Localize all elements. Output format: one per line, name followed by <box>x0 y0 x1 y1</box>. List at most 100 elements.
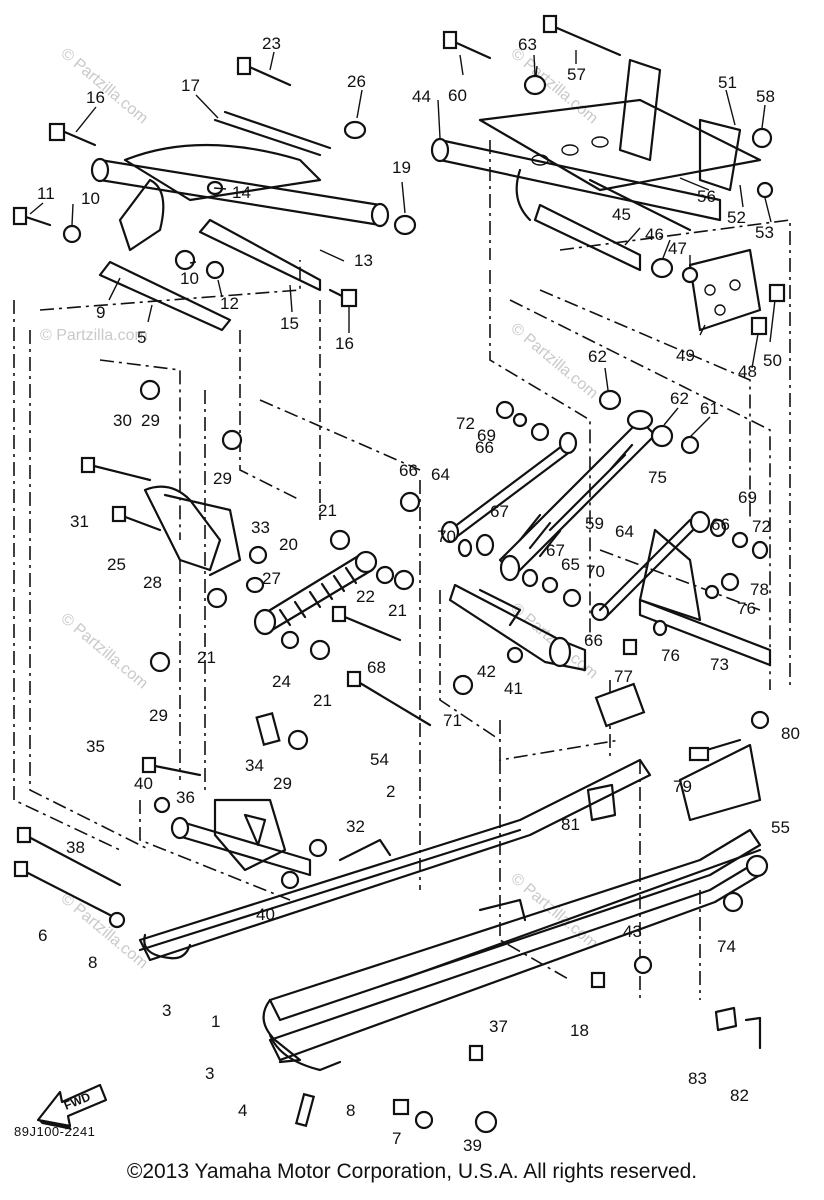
callout-label: 66 <box>475 438 494 457</box>
callout-label: 72 <box>752 517 771 536</box>
watermark: © Partzilla.com <box>57 890 151 972</box>
callout-label: 78 <box>750 580 769 599</box>
callout-label: 52 <box>727 208 746 227</box>
callout-label: 47 <box>668 239 687 258</box>
callout-label: 1 <box>211 1012 220 1031</box>
callout-label: 64 <box>615 522 634 541</box>
callout-label: 46 <box>645 225 664 244</box>
callout-label: 8 <box>346 1101 355 1120</box>
callout-label: 54 <box>370 750 389 769</box>
callout-label: 58 <box>756 87 775 106</box>
callout-label: 50 <box>763 351 782 370</box>
callout-label: 19 <box>392 158 411 177</box>
callout-label: 35 <box>86 737 105 756</box>
callout-label: 66 <box>584 631 603 650</box>
diagram-code: 89J100-2241 <box>14 1124 96 1139</box>
callout-label: 29 <box>149 706 168 725</box>
fwd-arrow-icon: FWD <box>36 1083 108 1130</box>
callout-label: 51 <box>718 73 737 92</box>
watermark: © Partzilla.com <box>57 610 151 692</box>
callout-label: 48 <box>738 362 757 381</box>
callout-label: 31 <box>70 512 89 531</box>
callout-label: 26 <box>347 72 366 91</box>
callout-label: 32 <box>346 817 365 836</box>
callout-label: 34 <box>245 756 264 775</box>
callout-label: 16 <box>335 334 354 353</box>
callout-label: 70 <box>437 527 456 546</box>
callout-label: 57 <box>567 65 586 84</box>
callout-label: 23 <box>262 34 281 53</box>
callout-label: 3 <box>205 1064 214 1083</box>
callout-label: 15 <box>280 314 299 333</box>
callout-label: 20 <box>279 535 298 554</box>
callout-label: 40 <box>134 774 153 793</box>
callout-label: 82 <box>730 1086 749 1105</box>
callout-label: 27 <box>262 569 281 588</box>
callout-label: 60 <box>448 86 467 105</box>
callout-label: 53 <box>755 223 774 242</box>
callout-label: 3 <box>162 1001 171 1020</box>
callout-label: 61 <box>700 399 719 418</box>
callout-label: 21 <box>313 691 332 710</box>
front-arm-bracket <box>80 379 309 751</box>
callout-label: 62 <box>670 389 689 408</box>
callout-label: 73 <box>710 655 729 674</box>
callout-label: 38 <box>66 838 85 857</box>
callout-label: 64 <box>431 465 450 484</box>
callout-label: 24 <box>272 672 291 691</box>
callout-label: 2 <box>386 782 395 801</box>
rear-shock-assembly <box>399 389 772 667</box>
callout-label: 28 <box>143 573 162 592</box>
callout-label: 9 <box>96 303 105 322</box>
front-shock-assembly <box>253 529 432 727</box>
watermark: © Partzilla.com <box>507 320 601 402</box>
callout-label: 21 <box>197 648 216 667</box>
callout-label: 21 <box>318 501 337 520</box>
callout-label: 16 <box>86 88 105 107</box>
front-idler-assembly <box>13 756 328 929</box>
callout-label: 29 <box>141 411 160 430</box>
callout-label: 29 <box>213 469 232 488</box>
callout-labels: 1 2 3 3 3 4 5 6 7 8 8 9 10 10 11 12 13 1… <box>37 34 800 1155</box>
callout-label: 17 <box>181 76 200 95</box>
callout-label: 72 <box>456 414 475 433</box>
callout-label: 83 <box>688 1069 707 1088</box>
front-pivot-arm-assembly <box>12 56 417 332</box>
callout-label: 36 <box>176 788 195 807</box>
callout-label: 33 <box>251 518 270 537</box>
callout-label: 55 <box>771 818 790 837</box>
callout-label: 39 <box>463 1136 482 1155</box>
callout-label: 10 <box>81 189 100 208</box>
callout-label: 21 <box>388 601 407 620</box>
callout-label: 56 <box>697 187 716 206</box>
callout-label: 13 <box>354 251 373 270</box>
callout-label: 8 <box>88 953 97 972</box>
callout-label: 75 <box>648 468 667 487</box>
callout-label: 80 <box>781 724 800 743</box>
callout-label: 7 <box>392 1129 401 1148</box>
callout-label: 71 <box>443 711 462 730</box>
rear-pivot-arm-assembly <box>430 14 786 336</box>
callout-label: 69 <box>738 488 757 507</box>
callout-label: 76 <box>737 599 756 618</box>
callout-label: 79 <box>673 777 692 796</box>
watermark: © Partzilla.com <box>507 870 601 952</box>
callout-label: 43 <box>623 922 642 941</box>
callout-label: 66 <box>711 515 730 534</box>
callout-label: 10 <box>180 269 199 288</box>
callout-label: 76 <box>661 646 680 665</box>
callout-label: 45 <box>612 205 631 224</box>
leader-lines <box>29 50 776 438</box>
lower-hardware <box>294 710 770 1134</box>
callout-label: 42 <box>477 662 496 681</box>
callout-label: 67 <box>490 502 509 521</box>
callout-label: 65 <box>561 555 580 574</box>
callout-label: 6 <box>38 926 47 945</box>
callout-label: 49 <box>676 346 695 365</box>
callout-label: 11 <box>37 184 55 203</box>
callout-label: 69 <box>477 426 496 445</box>
callout-label: 70 <box>586 562 605 581</box>
copyright-notice: ©2013 Yamaha Motor Corporation, U.S.A. A… <box>126 1160 698 1183</box>
